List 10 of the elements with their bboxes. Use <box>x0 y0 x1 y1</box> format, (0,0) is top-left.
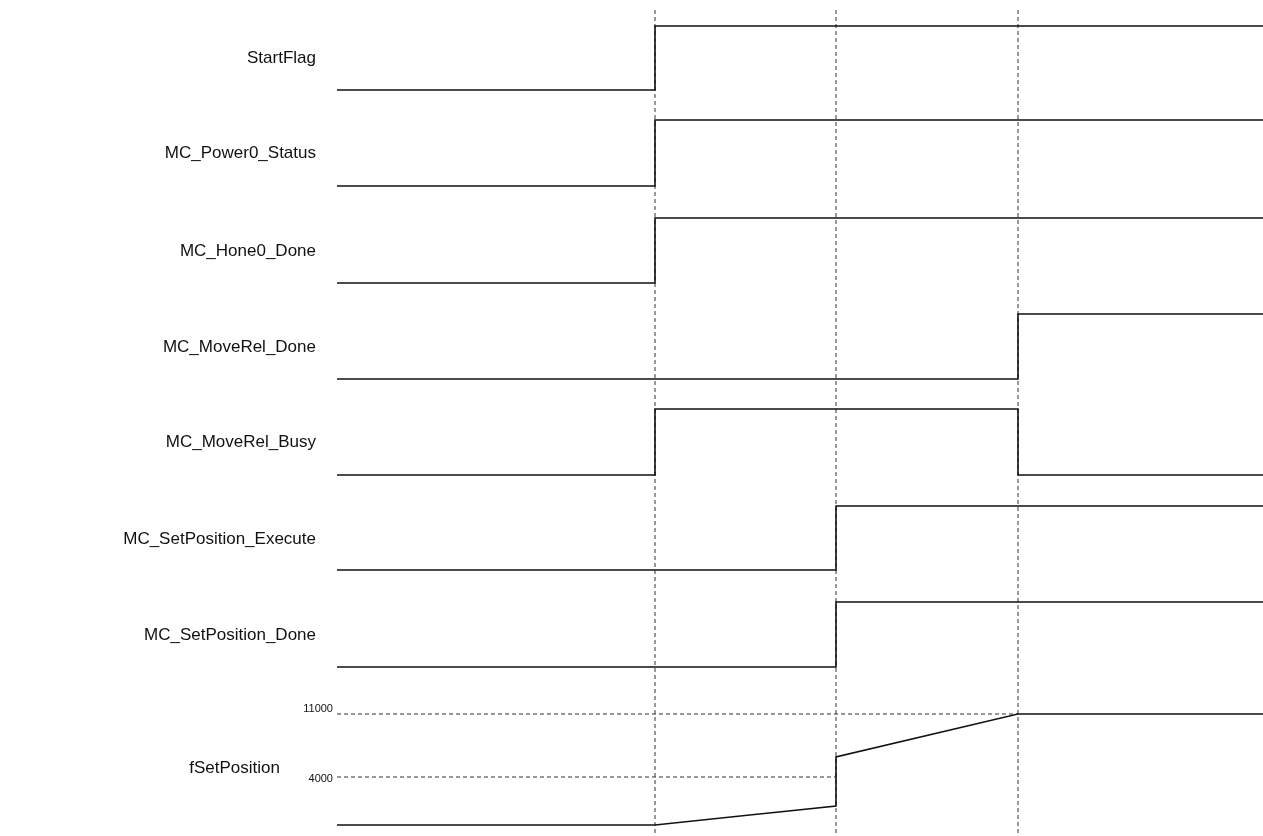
signal-label: MC_SetPosition_Done <box>144 625 316 643</box>
signal-label: fSetPosition <box>189 758 280 776</box>
signal-label: StartFlag <box>247 48 316 66</box>
signal-label: MC_MoveRel_Done <box>162 337 316 355</box>
value-label: 11000 <box>303 702 333 714</box>
signal-label: MC_MoveRel_Busy <box>165 432 316 450</box>
signal-label: MC_Hone0_Done <box>179 241 316 259</box>
value-label: 4000 <box>308 772 333 784</box>
signal-label: MC_SetPosition_Execute <box>123 529 316 547</box>
signal-label: MC_Power0_Status <box>164 143 316 161</box>
